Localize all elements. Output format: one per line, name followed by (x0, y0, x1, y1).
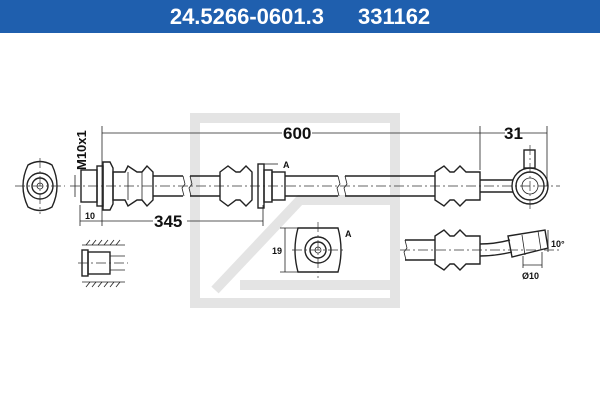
part-number: 24.5266-0601.3 (169, 3, 324, 29)
dim-thread-length: 10 (85, 211, 95, 221)
ate-watermark-logo (190, 113, 400, 308)
article-number: 331162 (357, 3, 431, 29)
hose-side-view (70, 145, 560, 212)
title-bar: 24.5266-0601.3 331162 (0, 0, 600, 33)
dim-fitting-diameter: Ø10 (522, 271, 539, 281)
thread-section-view (78, 239, 128, 288)
view-a-label: A (345, 229, 352, 239)
dim-thread: M10x1 (74, 130, 89, 170)
bent-fitting-view (400, 229, 560, 271)
bracket-view-a (280, 222, 345, 278)
section-a-marker: A (283, 160, 290, 170)
dimension-lines (74, 126, 548, 226)
dim-bend-angle: 10° (551, 239, 565, 249)
left-end-view (15, 158, 65, 214)
dim-bracket-width: 19 (272, 246, 282, 256)
dim-banjo-offset: 31 (504, 124, 523, 143)
dim-overall-length: 600 (283, 124, 311, 143)
dim-bracket-position: 345 (154, 212, 182, 231)
